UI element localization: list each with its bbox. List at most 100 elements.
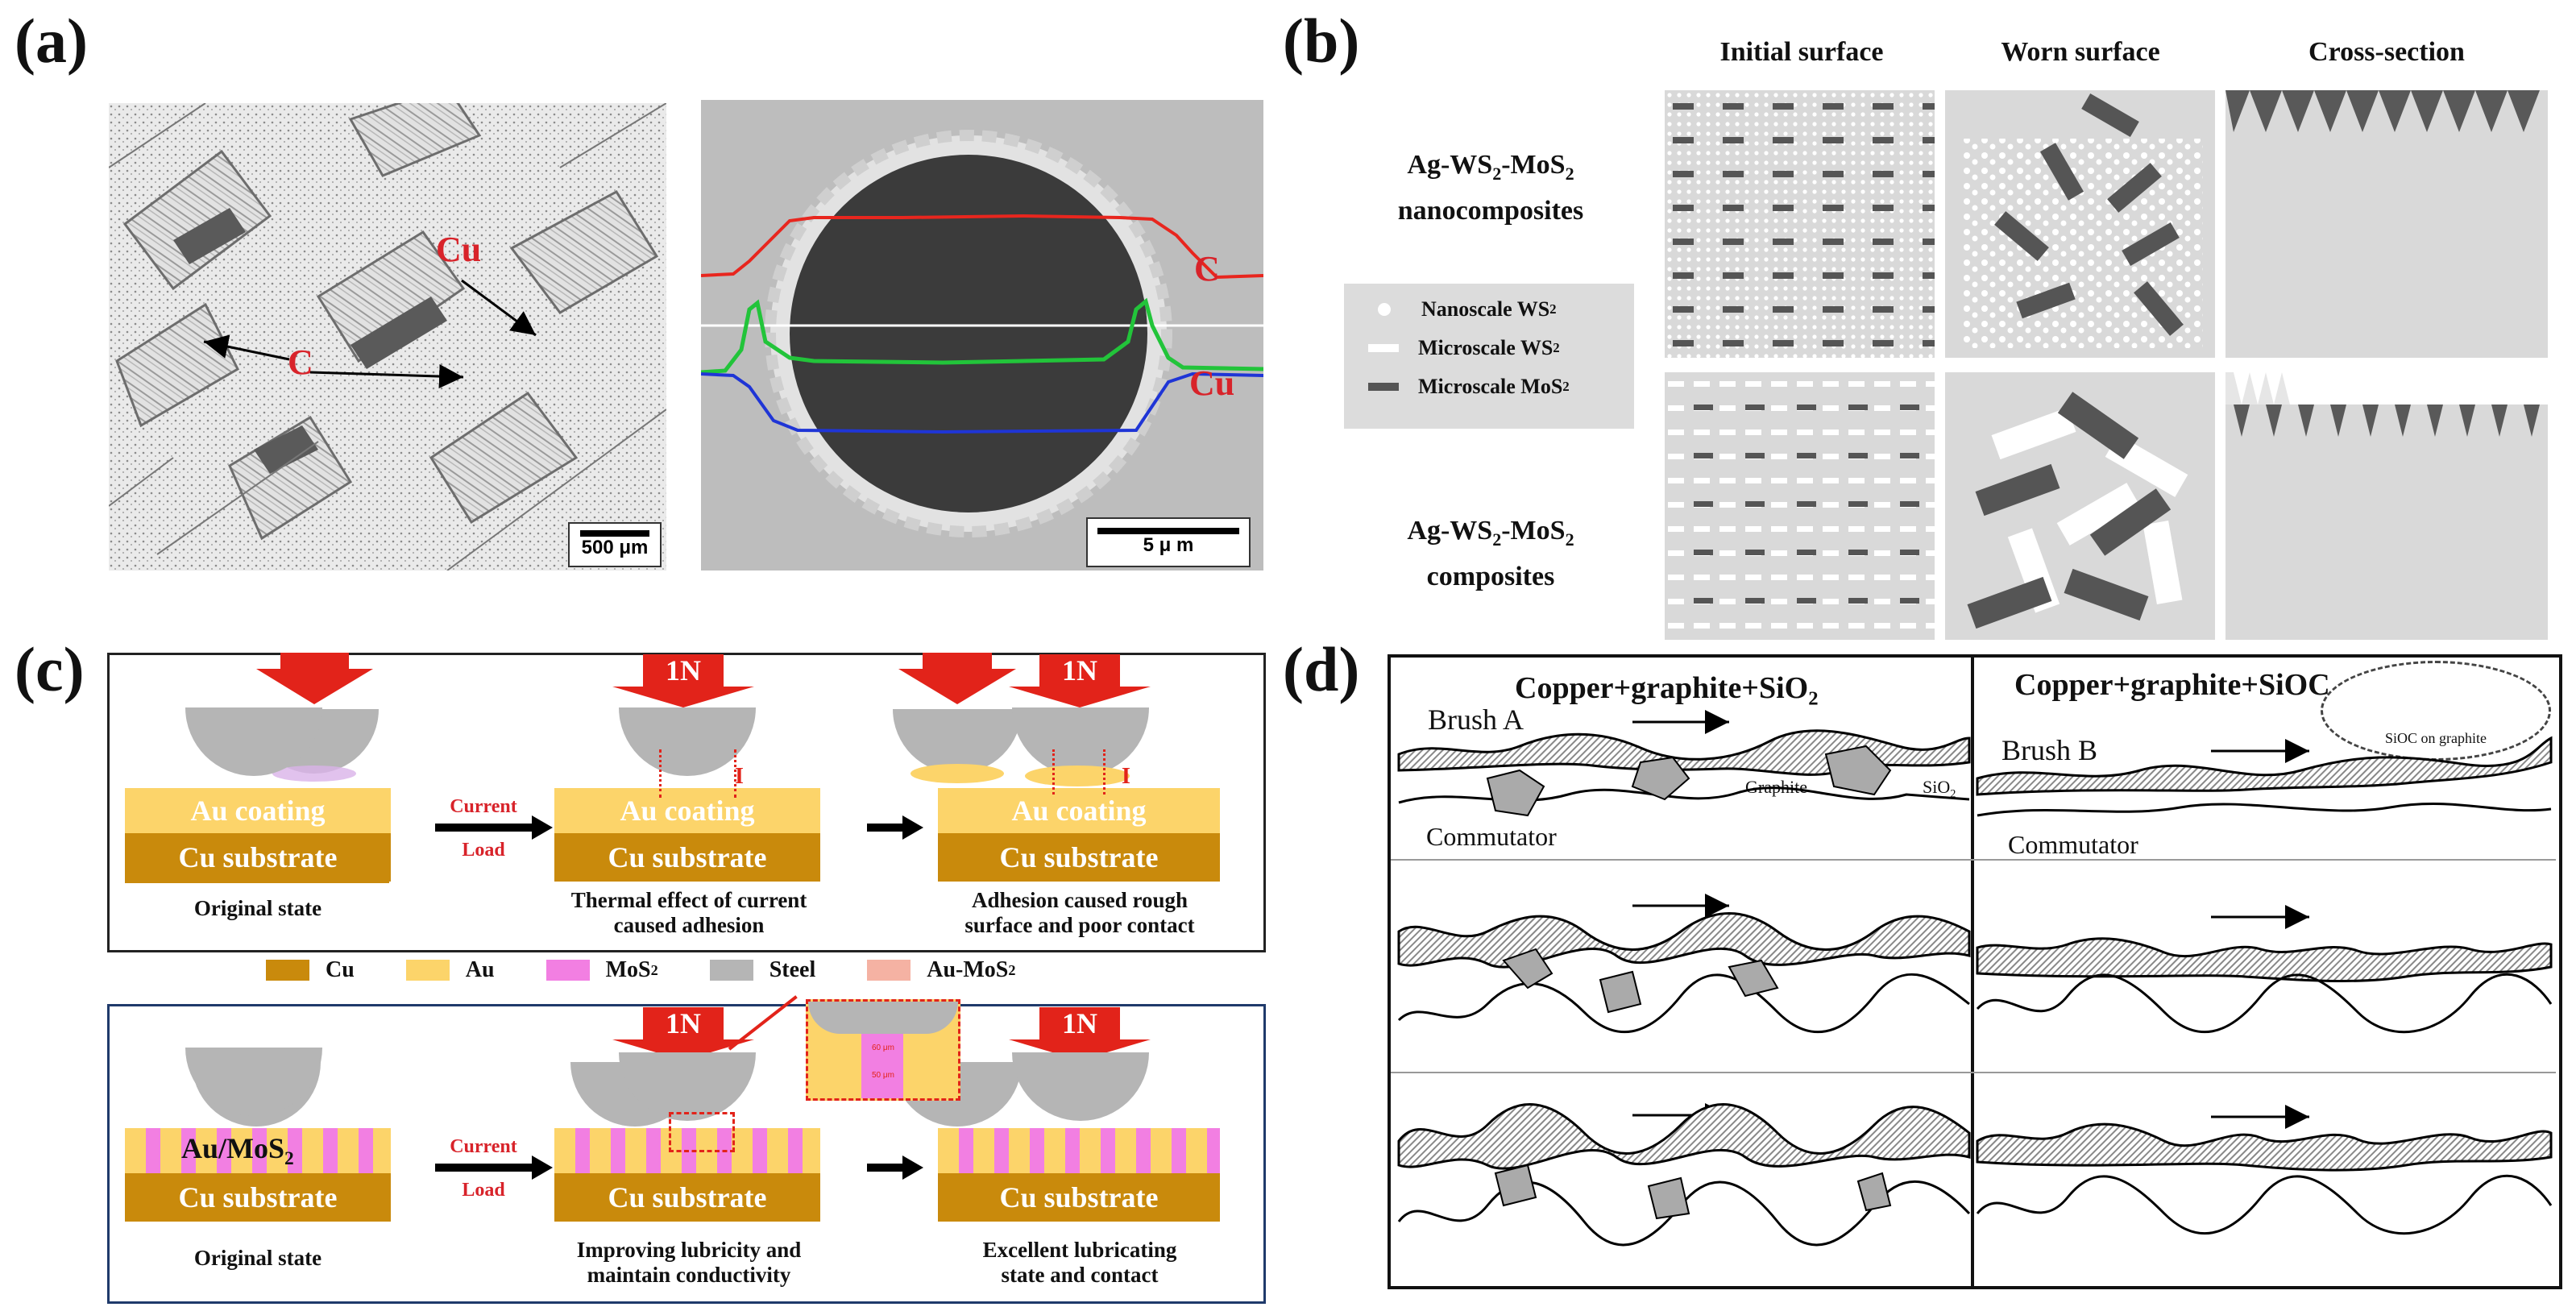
scale-bar-line [580,530,649,537]
scale-bar-label: 5 μ m [1143,534,1194,556]
row2-line2: composites [1426,561,1555,591]
stage2-stack: Au coating Cu substrate [554,788,820,882]
load-word-label: Load [462,1180,505,1201]
arrow-right-icon [902,815,923,840]
cu-substrate-layer: Cu substrate [125,833,391,882]
caption-line: surface and poor contact [964,913,1195,937]
inset-label-top: 60 μm [872,1044,894,1052]
current-lines [659,749,736,798]
caption-top-1: Original state [193,896,322,920]
legend-text: MoS [605,957,651,982]
current-label: Current [450,796,517,817]
row2-text: Ag-WS [1407,516,1493,546]
current-i-label: I [735,764,744,789]
sem-micrograph-left: Cu C 500 μm [109,103,666,571]
tile-nano-initial [1665,90,1935,358]
scale-bar-right: 5 μ m [1086,517,1251,567]
au-mos2-layer [938,1128,1220,1173]
current-i-label: I [1122,764,1130,789]
row-label-composites: Ag-WS2-MoS2 composites [1370,512,1612,595]
brush-b-label: Brush B [2001,734,2098,766]
current-lines [1052,749,1105,795]
sioc-note: SiOC on graphite [2385,730,2487,746]
dot-icon [1378,303,1391,316]
title-sioc: Copper+graphite+SiOC [2014,668,2330,702]
comp-worn-pattern [1967,392,2188,629]
b-stage1-stack: Au/MoS2 Cu substrate [125,1128,391,1222]
legend-text: Microscale MoS [1418,375,1563,398]
label-cu: Cu [436,230,482,269]
legend-item-steel: Steel [709,957,815,983]
caption-line: Thermal effect of current [570,888,807,912]
sio2-text: SiO [1923,777,1951,797]
legend-text: Au-MoS [927,957,1009,982]
cu-substrate-layer: Cu substrate [125,1173,391,1222]
load-arrow-stage3: 1N [1009,654,1151,707]
b-stage3-stack: Cu substrate [938,1128,1220,1222]
cu-substrate-layer: Cu substrate [938,1173,1220,1222]
nano-cross-teeth [2225,90,2548,132]
title-text: Copper+graphite+SiO [1515,671,1809,705]
au-coating-layer: Au coating [125,788,391,833]
panel-c-top-box [107,653,1266,952]
legend-text: Microscale WS [1418,336,1553,359]
row1-sub2: 2 [1565,163,1574,184]
col-header-worn: Worn surface [2001,37,2160,67]
legend-sub: 2 [1008,961,1016,978]
panel-label-c: (c) [15,634,85,704]
au-mos2-sub: 2 [284,1148,294,1170]
commutator-label-a: Commutator [1426,822,1557,851]
row1-sub: 2 [1492,163,1502,184]
tile-nano-worn [1945,90,2215,358]
row2-text-mid: -MoS [1501,516,1566,546]
swatch [405,960,450,981]
au-mos2-text: Au/MoS [181,1132,285,1164]
legend-sub: 2 [1562,379,1570,394]
cu-substrate-layer: Cu substrate [554,1173,820,1222]
caption-line: caused adhesion [613,913,765,937]
nano-worn-pattern [1961,93,2203,348]
load-word-label: Load [462,840,505,861]
au-coating-layer: Au coating [554,788,820,833]
panel-c-bottom-box [107,1004,1266,1304]
legend-item-au: Au [405,957,495,983]
stage3-stack: Au coating Cu substrate [938,788,1220,882]
swatch [266,960,309,981]
swatch [709,960,753,981]
legend-text: Au [465,957,495,982]
caption-line: Excellent lubricating [982,1238,1177,1262]
comp-initial-pattern [1665,372,1935,640]
cu-substrate-layer: Cu substrate [554,833,820,882]
row-divider [1391,859,2556,861]
caption-line: maintain conductivity [587,1263,791,1287]
nano-initial-pattern [1665,90,1935,358]
row1-text: Ag-WS [1407,150,1493,180]
col-header-cross: Cross-section [2308,37,2465,67]
white-bar-icon [1368,344,1399,352]
zoom-region-box [669,1112,735,1152]
panel-label-b: (b) [1283,6,1360,76]
row-label-nanocomposites: Ag-WS2-MoS2 nanocomposites [1370,147,1612,230]
panel-d-frame [1388,654,2562,1289]
particle-linescan [701,130,1263,537]
arrow-right-icon [532,815,553,840]
load-label: 1N [1039,654,1120,687]
line-label-c: C [1194,249,1220,288]
au-mos2-layer: Au/MoS2 [125,1128,391,1173]
panel-label-a: (a) [15,6,88,76]
legend-sub: 2 [650,961,658,978]
row2-sub2: 2 [1565,529,1574,550]
cu-substrate-layer: Cu substrate [938,833,1220,882]
sio2-label: SiO2 [1923,777,1956,801]
arrow-down-icon [612,687,754,707]
micrograph-texture [109,103,666,571]
sio2-sub: 2 [1950,787,1956,801]
process-arrow-line [435,1164,532,1172]
panel-d-divider [1971,654,1974,1289]
